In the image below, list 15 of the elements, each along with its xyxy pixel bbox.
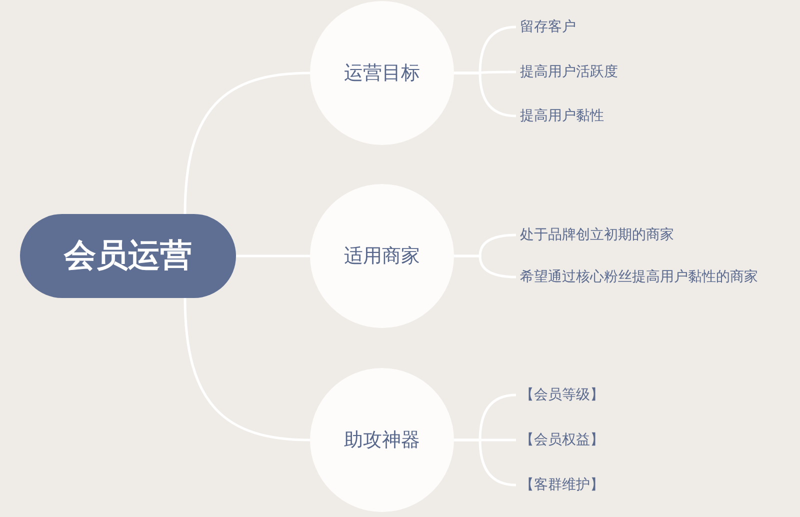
branch-label: 【客群维护】 bbox=[520, 475, 604, 495]
branch-label: 希望通过核心粉丝提高用户黏性的商家 bbox=[520, 267, 758, 287]
connector-line bbox=[184, 298, 310, 442]
root-pill: 会员运营 bbox=[20, 214, 236, 298]
branch-label: 【会员等级】 bbox=[520, 385, 604, 405]
topic-circle: 助攻神器 bbox=[310, 368, 454, 512]
branch-label: 留存客户 bbox=[520, 17, 576, 37]
topic-circle: 运营目标 bbox=[310, 1, 454, 145]
topic-circle: 适用商家 bbox=[310, 184, 454, 328]
branch-label: 【会员权益】 bbox=[520, 430, 604, 450]
branch-label: 提高用户活跃度 bbox=[520, 62, 618, 82]
connector-line bbox=[454, 254, 516, 278]
branch-label: 提高用户黏性 bbox=[520, 106, 604, 126]
branch-label: 处于品牌创立初期的商家 bbox=[520, 225, 674, 245]
connector-line bbox=[184, 72, 310, 214]
